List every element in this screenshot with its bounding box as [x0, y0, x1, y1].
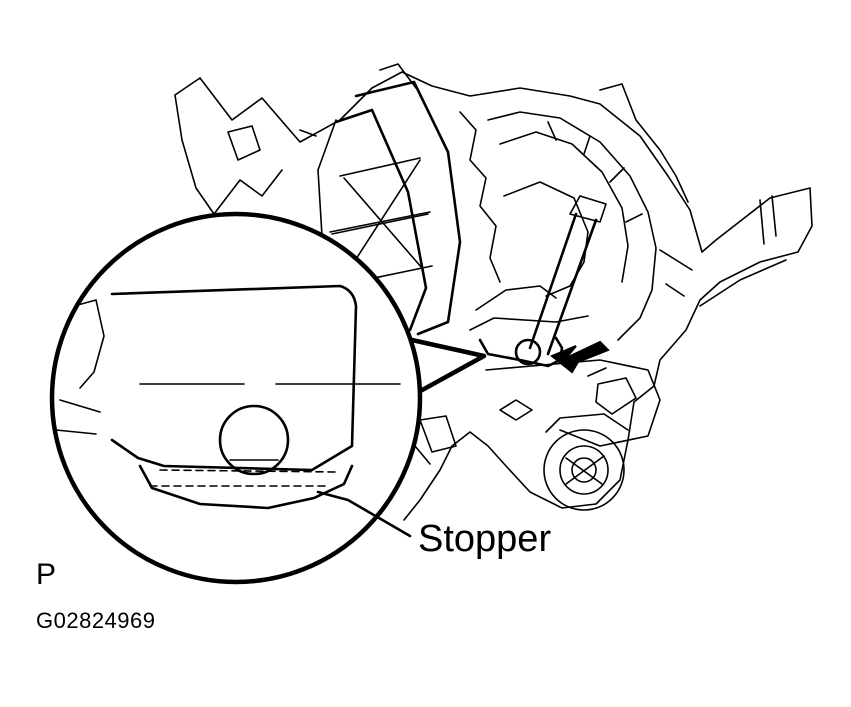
view-mark: P [36, 558, 57, 591]
figure-code: G02824969 [36, 608, 156, 633]
assembly-body [174, 63, 813, 521]
stopper-callout-label: Stopper [418, 518, 552, 560]
stopper-leader-line [316, 490, 412, 538]
magnified-view [49, 211, 423, 585]
stopper-circle-icon [218, 404, 290, 476]
magnifier-pointer [393, 333, 487, 402]
direction-arrow-icon [550, 340, 610, 374]
stopper-pin-small [514, 338, 542, 366]
